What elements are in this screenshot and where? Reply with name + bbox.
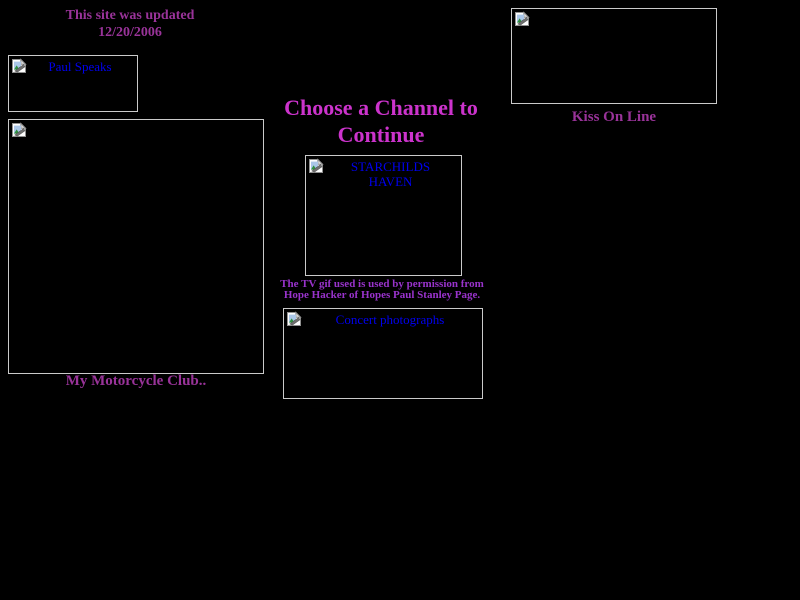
starchilds-haven-image-link[interactable]: STARCHILDS HAVEN [305, 155, 462, 276]
paul-speaks-image-link[interactable]: Paul Speaks [8, 55, 138, 112]
broken-image-icon [514, 11, 530, 27]
choose-channel-heading-line1: Choose a Channel to [284, 95, 478, 120]
concert-photographs-alt-text: Concert photographs [335, 312, 445, 327]
starchilds-haven-alt-line1: STARCHILDS [350, 159, 431, 174]
concert-photographs-image-link[interactable]: Concert photographs [283, 308, 483, 399]
tv-gif-permission-note-line1: The TV gif used is used by permission fr… [280, 278, 484, 290]
tv-gif-permission-note: The TV gif used is used by permission fr… [270, 279, 494, 301]
broken-image-icon [286, 311, 302, 327]
paul-speaks-alt-text: Paul Speaks [48, 59, 112, 74]
motorcycle-caption-link[interactable]: My Motorcycle Club.. [65, 373, 207, 389]
starchilds-haven-alt-text: STARCHILDS HAVEN [324, 156, 461, 189]
broken-image-icon [11, 122, 27, 138]
site-updated-date: 12/20/2006 [98, 25, 162, 40]
site-updated-notice: This site was updated 12/20/2006 [0, 7, 260, 41]
site-updated-line1: This site was updated [65, 8, 195, 23]
kiss-on-line-caption-link[interactable]: Kiss On Line [571, 109, 657, 125]
starchilds-haven-alt-line2: HAVEN [368, 174, 413, 189]
kiss-on-line-image-link[interactable] [511, 8, 717, 104]
broken-image-icon [11, 58, 27, 74]
broken-image-icon [308, 158, 324, 174]
motorcycle-image-link[interactable] [8, 119, 264, 374]
tv-gif-permission-note-line2: Hope Hacker of Hopes Paul Stanley Page. [283, 289, 481, 301]
choose-channel-heading: Choose a Channel to Continue [260, 94, 502, 148]
choose-channel-heading-line2: Continue [337, 122, 425, 147]
